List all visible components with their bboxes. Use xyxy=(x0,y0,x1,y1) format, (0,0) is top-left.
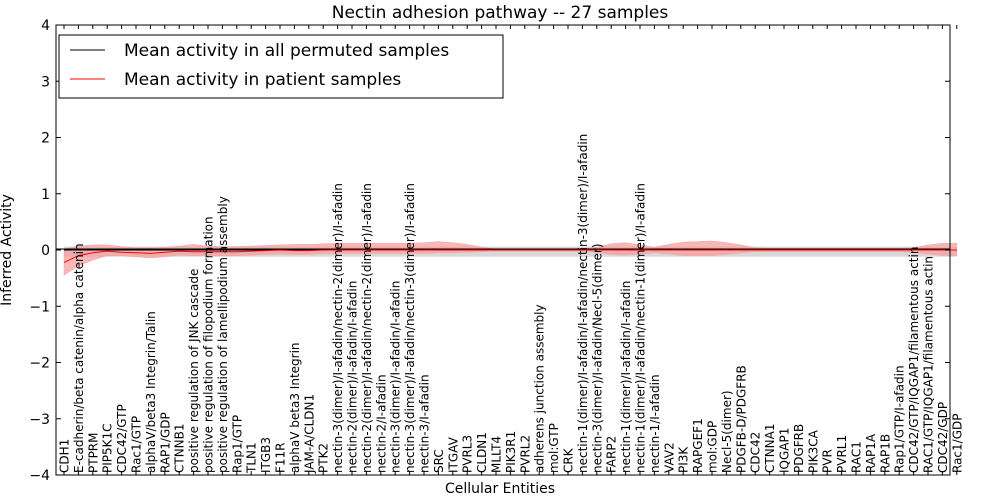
category-label: RAP1A xyxy=(864,433,878,473)
category-label: PDGFRB xyxy=(792,424,806,473)
category-label: RAPGEF1 xyxy=(691,418,705,473)
category-label: RAP1/GDP xyxy=(158,412,172,473)
legend: Mean activity in all permuted samples Me… xyxy=(58,34,504,99)
category-label: RAP1B xyxy=(878,434,892,473)
category-label: CLDN1 xyxy=(475,432,489,473)
x-axis-ticks xyxy=(63,25,958,475)
category-label: IQGAP1 xyxy=(778,428,792,473)
category-label: ITGAV xyxy=(446,436,460,473)
category-label: nectin-1/I-afadin xyxy=(648,374,662,473)
category-label: nectin-1(dimer)/I-afadin/nectin-1(dimer)… xyxy=(634,183,648,473)
category-label: Rap1/GTP/I-afadin xyxy=(893,365,907,473)
y-tick-label: 3 xyxy=(41,74,50,90)
category-label: PDGFB-D/PDGFRB xyxy=(734,365,748,473)
category-label: CDC42/GDP xyxy=(936,402,950,473)
category-label: PIP5K1C xyxy=(101,423,115,473)
category-label: PIK3R1 xyxy=(504,431,518,473)
legend-permuted-label: Mean activity in all permuted samples xyxy=(124,41,449,61)
y-tick-label: −2 xyxy=(29,356,50,372)
category-label: PVR xyxy=(821,449,835,473)
category-label: PTK2 xyxy=(317,443,331,473)
category-label: ITGB3 xyxy=(259,437,273,473)
category-label: mol:GTP xyxy=(547,423,561,473)
y-tick-label: 1 xyxy=(41,187,50,203)
category-label: Rap1/GTP xyxy=(230,415,244,473)
category-label: PVRL1 xyxy=(835,435,849,473)
legend-box xyxy=(58,34,504,99)
category-label: E-cadherin/beta catenin/alpha catenin xyxy=(72,243,86,473)
category-label: TLN1 xyxy=(245,442,259,474)
category-label: alphaV beta3 Integrin xyxy=(288,342,302,473)
category-label: nectin-3/I-afadin xyxy=(418,374,432,473)
chart-title: Nectin adhesion pathway -- 27 samples xyxy=(332,3,669,23)
category-label: CDC42/GTP xyxy=(115,404,129,473)
category-label: mol:GDP xyxy=(706,421,720,473)
category-label: CTNNA1 xyxy=(763,423,777,473)
category-label: nectin-3(dimer)/I-afadin/nectin-2(dimer)… xyxy=(331,183,345,473)
category-label: nectin-2(dimer)/I-afadin/nectin-2(dimer)… xyxy=(360,183,374,473)
category-label: PVRL3 xyxy=(461,435,475,473)
y-axis-ticks: −4 −3 −2 −1 0 1 2 3 4 xyxy=(29,18,950,484)
category-label: Rac1/GTP xyxy=(130,416,144,473)
category-label: positive regulation of JNK cascade xyxy=(187,269,201,473)
category-label: adherens junction assembly xyxy=(533,304,547,473)
y-tick-label: 2 xyxy=(41,131,50,147)
y-tick-label: −3 xyxy=(29,412,50,428)
y-axis-label: Inferred Activity xyxy=(0,194,15,306)
x-axis-label: Cellular Entities xyxy=(445,481,555,497)
category-label: PIK3CA xyxy=(806,429,820,473)
category-label: Necl-5(dimer) xyxy=(720,390,734,473)
patient-mean-line xyxy=(63,249,957,263)
category-label: JAM-A/CLDN1 xyxy=(302,394,316,474)
category-label: CDC42/GTP/IQGAP1/filamentous actin xyxy=(907,247,921,473)
series-line-layer xyxy=(63,249,957,263)
category-label: VAV2 xyxy=(662,442,676,473)
category-label: FARP2 xyxy=(605,436,619,473)
y-tick-label: 0 xyxy=(41,243,50,259)
category-label: CDC42 xyxy=(749,432,763,473)
y-tick-label: −1 xyxy=(29,299,50,315)
category-label: RAC1 xyxy=(850,441,864,473)
category-label: positive regulation of filopodium format… xyxy=(202,216,216,473)
category-label: nectin-3(dimer)/I-afadin/nectin-3(dimer)… xyxy=(403,183,417,473)
category-label: PTPRM xyxy=(86,433,100,474)
category-label: nectin-1(dimer)/I-afadin/I-afadin xyxy=(619,281,633,473)
category-label: SRC xyxy=(432,449,446,473)
y-tick-label: 4 xyxy=(41,18,50,34)
legend-patient-label: Mean activity in patient samples xyxy=(124,70,401,90)
category-label: PI3K xyxy=(677,446,691,473)
category-label: MLLT4 xyxy=(490,436,504,473)
category-label: positive regulation of lamellipodium ass… xyxy=(216,196,230,473)
category-label: CRK xyxy=(562,447,576,473)
category-label: PVRL2 xyxy=(518,435,532,473)
category-label: nectin-3(dimer)/I-afadin/I-afadin xyxy=(389,281,403,473)
category-label: alphaV/beta3 Integrin/Talin xyxy=(144,311,158,473)
category-label: F11R xyxy=(274,442,288,473)
y-tick-label: −4 xyxy=(29,468,50,484)
category-label: nectin-1(dimer)/I-afadin/I-afadin/nectin… xyxy=(576,134,590,473)
category-label: CDH1 xyxy=(58,439,72,473)
category-label: nectin-3(dimer)/I-afadin/Necl-5(dimer) xyxy=(590,243,604,473)
category-label: CTNNB1 xyxy=(173,423,187,473)
category-label: nectin-2/I-afadin xyxy=(374,374,388,473)
category-label: Rac1/GDP xyxy=(950,414,964,473)
category-label: RAC1/GTP/IQGAP1/filamentous actin xyxy=(922,256,936,473)
category-label: nectin-2(dimer)/I-afadin/I-afadin xyxy=(346,281,360,473)
